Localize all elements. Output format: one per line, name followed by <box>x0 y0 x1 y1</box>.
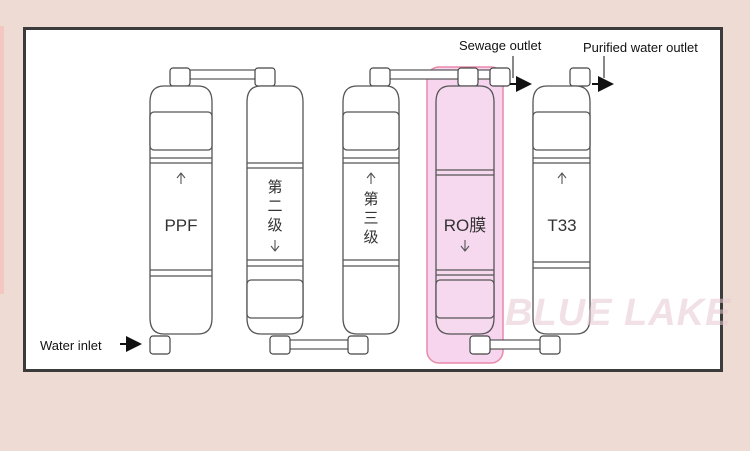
sewage-outlet-label: Sewage outlet <box>459 38 542 53</box>
flow-arrows <box>176 172 567 252</box>
cartridge-label-3: 第三级 <box>359 190 383 247</box>
water-inlet-label: Water inlet <box>40 338 102 353</box>
cartridge-3-shape <box>342 85 400 335</box>
bottom-pipes <box>284 339 546 350</box>
cartridge-label-2: 第二级 <box>263 178 287 235</box>
left-accent-strip <box>0 26 4 294</box>
top-fittings <box>169 67 591 87</box>
cartridge-ro-shape <box>435 85 495 335</box>
cartridge-label-t33: T33 <box>547 216 577 235</box>
cartridge-label-2-text: 第二级 <box>267 179 283 234</box>
cartridge-label-ppf: PPF <box>164 216 198 235</box>
cartridge-ppf-shape <box>149 85 213 335</box>
purified-outlet-label: Purified water outlet <box>583 40 698 55</box>
cartridge-label-ro: RO膜 <box>443 216 487 235</box>
cartridge-label-3-text: 第三级 <box>363 191 379 246</box>
brand-watermark: BLUE LAKE <box>505 292 732 334</box>
cartridge-2-shape <box>246 85 304 335</box>
cartridge-t33-shape <box>532 85 591 335</box>
bottom-fittings <box>149 335 561 355</box>
